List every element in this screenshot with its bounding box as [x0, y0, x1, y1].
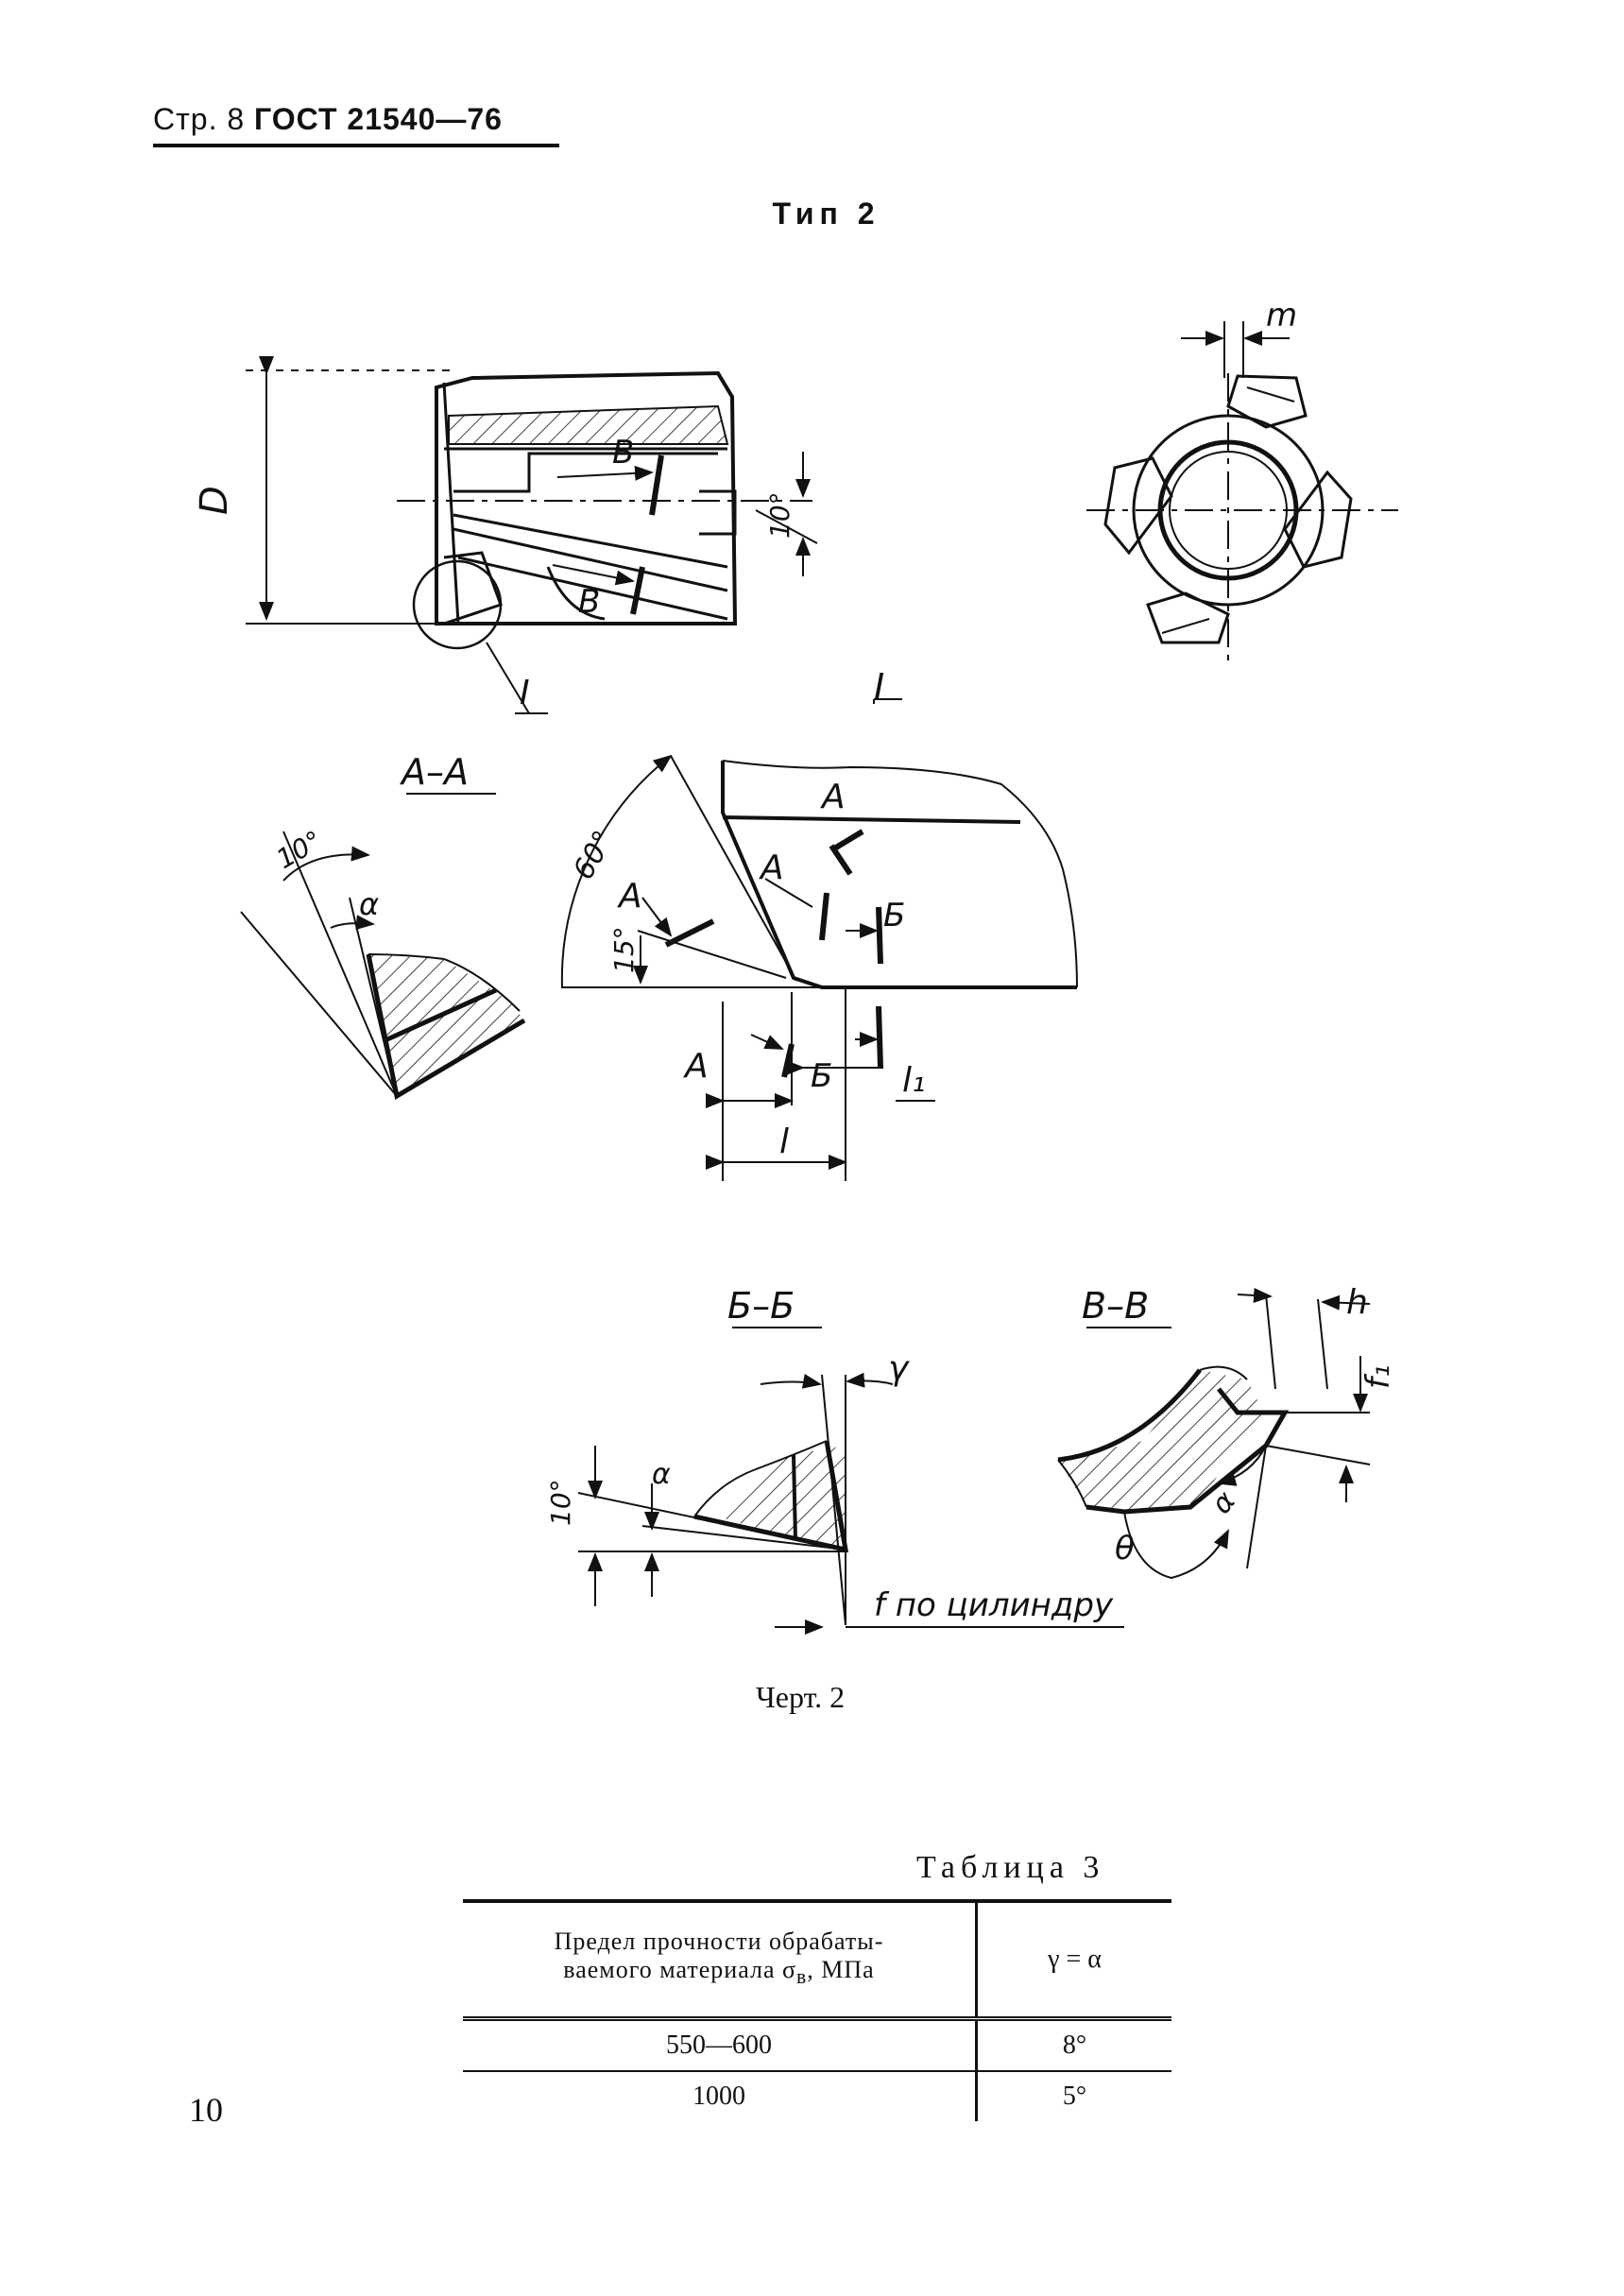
page-header: Стр. 8 ГОСТ 21540—76 [153, 102, 503, 137]
header-rule [153, 144, 559, 147]
page-number: 10 [189, 2091, 223, 2129]
standard-number: ГОСТ 21540—76 [254, 102, 503, 136]
header-unit: , МПа [807, 1956, 875, 1984]
type-title: Тип 2 [772, 197, 880, 231]
angle-10-BB: 10° [545, 1479, 576, 1526]
table-row: 550—600 8° [463, 2016, 1171, 2071]
table-header-strength: Предел прочности обрабаты- ваемого матер… [463, 1899, 977, 2019]
detail-I-annotations [560, 698, 945, 1181]
angle-10-AA: 10° [271, 825, 327, 875]
dim-m: m [1266, 297, 1297, 334]
label-A-1: А [820, 778, 846, 816]
cell-angle: 5° [975, 2070, 1171, 2121]
table-label: Таблица 3 [916, 1850, 1105, 1885]
label-Bsec-2: Б [811, 1057, 832, 1095]
label-B-top: В [612, 434, 634, 471]
header-line-2: ваемого материала σ [563, 1956, 797, 1984]
table-3: Предел прочности обрабаты- ваемого матер… [463, 1899, 1171, 2121]
page-label: Стр. 8 [153, 102, 246, 136]
angle-10-main: 10° [764, 491, 795, 539]
gamma-BB: γ [888, 1349, 910, 1388]
angle-60: 60° [567, 825, 621, 885]
angle-15: 15° [608, 926, 640, 973]
label-A-2: А [759, 848, 784, 887]
dim-D: D [193, 486, 236, 515]
table-header-row: Предел прочности обрабаты- ваемого матер… [463, 1899, 1171, 2019]
cell-strength: 550—600 [463, 2016, 977, 2071]
side-view-annotations [246, 356, 818, 714]
label-A-3: А [617, 877, 642, 916]
label-A-4: А [683, 1047, 709, 1086]
alpha-BB: α [652, 1458, 671, 1491]
header-sub: в [796, 1965, 808, 1989]
cell-strength: 1000 [463, 2070, 977, 2121]
dim-l: l [779, 1122, 789, 1161]
table-header-angle: γ = α [975, 1899, 1171, 2019]
label-B-bottom: В [578, 583, 600, 621]
theta-VV: θ [1115, 1530, 1135, 1568]
table-row: 1000 5° [463, 2070, 1171, 2121]
header-line-1: Предел прочности обрабаты- [554, 1928, 884, 1956]
section-BB [577, 1327, 1124, 1635]
section-AA-title: А–А [399, 751, 469, 793]
detail-I-title: I [874, 666, 884, 708]
cell-angle: 8° [975, 2016, 1171, 2071]
section-VV [1057, 1287, 1371, 1580]
figure-caption: Черт. 2 [756, 1680, 846, 1714]
end-view-annotations [1086, 321, 1398, 661]
section-AA [240, 793, 526, 1100]
dim-l1: l₁ [902, 1061, 925, 1100]
detail-I-callout: I [520, 674, 530, 712]
section-BB-title: Б–Б [727, 1285, 795, 1327]
f-cylinder-label: f по цилиндру [874, 1586, 1114, 1624]
alpha-AA: α [359, 886, 379, 922]
dim-f1: f₁ [1359, 1364, 1397, 1389]
label-Bsec-1: Б [883, 897, 905, 934]
dim-h: h [1346, 1283, 1368, 1322]
section-VV-title: В–В [1082, 1285, 1149, 1327]
